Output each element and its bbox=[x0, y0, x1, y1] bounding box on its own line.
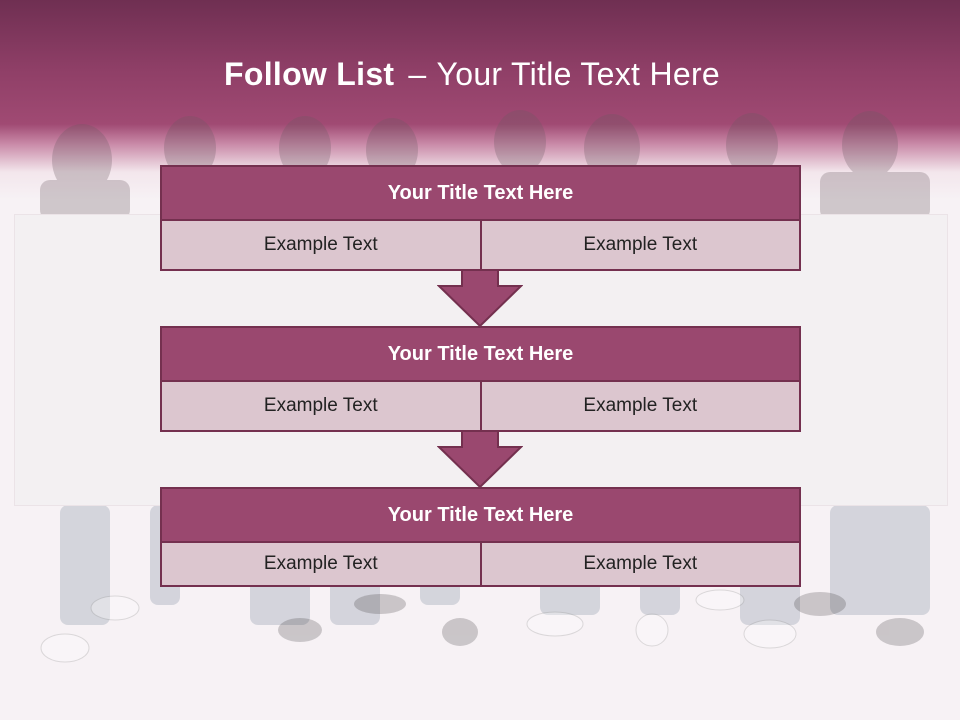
step-box-2: Your Title Text Here Example Text Exampl… bbox=[160, 326, 801, 432]
down-arrow-icon bbox=[437, 431, 523, 489]
step-cell-left: Example Text bbox=[160, 221, 482, 271]
step-cell-right: Example Text bbox=[481, 543, 801, 587]
slide-title-rest: Your Title Text Here bbox=[436, 56, 720, 92]
step-cell-left: Example Text bbox=[160, 543, 482, 587]
step-title: Your Title Text Here bbox=[160, 326, 801, 382]
slide-title-bold: Follow List bbox=[224, 56, 395, 92]
slide-title-separator: – bbox=[408, 56, 427, 92]
step-cell-right: Example Text bbox=[481, 382, 801, 432]
step-cell-right: Example Text bbox=[481, 221, 801, 271]
step-title: Your Title Text Here bbox=[160, 487, 801, 543]
step-row: Example Text Example Text bbox=[160, 221, 801, 271]
down-arrow-icon bbox=[437, 270, 523, 328]
step-row: Example Text Example Text bbox=[160, 543, 801, 587]
step-box-3: Your Title Text Here Example Text Exampl… bbox=[160, 487, 801, 587]
step-title: Your Title Text Here bbox=[160, 165, 801, 221]
step-cell-left: Example Text bbox=[160, 382, 482, 432]
slide-title: Follow List–Your Title Text Here bbox=[0, 56, 944, 93]
step-box-1: Your Title Text Here Example Text Exampl… bbox=[160, 165, 801, 271]
step-row: Example Text Example Text bbox=[160, 382, 801, 432]
